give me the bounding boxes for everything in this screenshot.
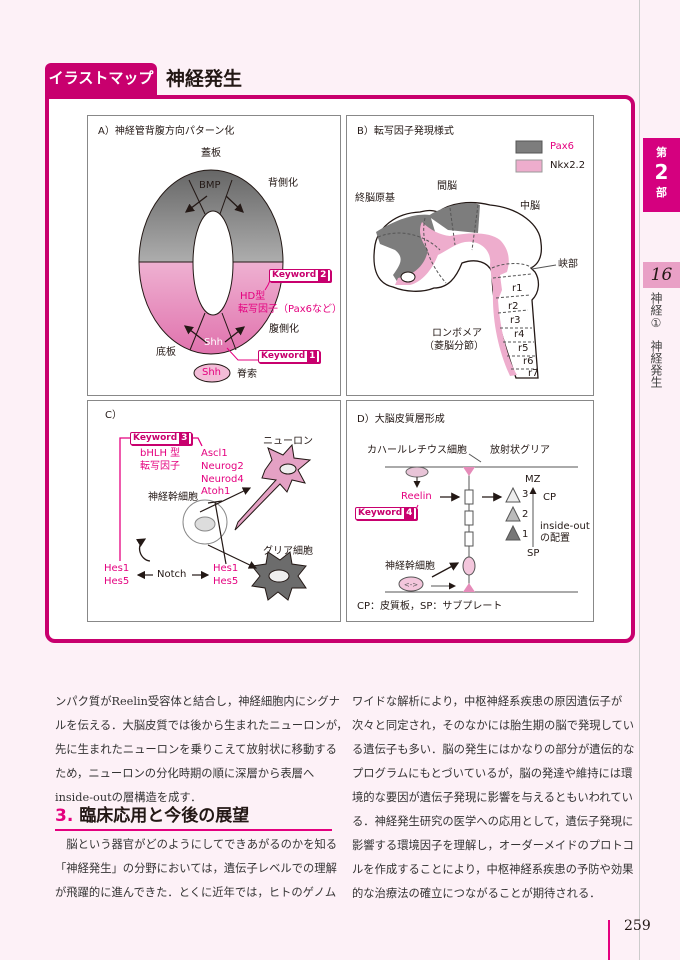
part-prefix: 第 (656, 146, 667, 159)
rhombomere-r7: r7 (528, 368, 539, 379)
mz-label: MZ (525, 474, 541, 485)
layer-2: 2 (522, 509, 529, 520)
gene-neurog2: Neurog2 (201, 461, 244, 472)
roof-plate-label: 蓋板 (201, 148, 221, 159)
arrangement-label: の配置 (540, 533, 570, 544)
page-number: 259 (624, 918, 651, 934)
gene-atoh1: Atoh1 (201, 486, 231, 497)
glia-label: グリア細胞 (263, 546, 313, 557)
gene-ascl1: Ascl1 (201, 448, 228, 459)
hd-tf-label: 転写因子（Pax6など） (238, 304, 342, 315)
dorsalization-label: 背側化 (268, 178, 298, 189)
hes5-left: Hes5 (104, 576, 130, 587)
bhlh-label: bHLH 型 (140, 448, 181, 459)
section-heading: 3.臨床応用と今後の展望 (55, 804, 332, 831)
shh-floor-label: Shh (204, 337, 224, 348)
tab-label: イラストマップ (48, 69, 154, 87)
chapter-subtitle: 神経発生 (649, 340, 663, 388)
cajal-retzius-label: カハールレチウス細胞 (367, 445, 467, 456)
cp-label: CP (543, 492, 557, 503)
notochord-label: 脊索 (237, 369, 257, 380)
rhombomere-r3: r3 (510, 315, 521, 326)
stem-cell-label-d: 神経幹細胞 (385, 561, 435, 572)
svg-text:<->: <-> (404, 581, 418, 589)
panel-c-title: C） (105, 410, 122, 421)
notch-label: Notch (157, 569, 187, 580)
legend-pax6: Pax6 (550, 141, 574, 152)
neural-tube-diagram (138, 169, 284, 383)
embryonic-brain-diagram (373, 140, 557, 379)
page-number-rule (608, 920, 610, 960)
cortical-layering-diagram: <-> (385, 453, 578, 593)
illustration-map-tab: イラストマップ (45, 63, 157, 97)
inside-out-label: inside-out (540, 521, 590, 532)
part-number: 2 (654, 160, 669, 184)
rhombomere-r1: r1 (512, 283, 523, 294)
rhombomere-r2: r2 (508, 301, 519, 312)
body-left-bottom: 脳という器官がどのようにしてできあがるのかを知る「神経発生」の分野においては，遺… (55, 838, 338, 899)
midbrain-label: 中脳 (520, 201, 540, 212)
chapter-title: 神経① (649, 292, 663, 330)
layer-3: 3 (522, 489, 529, 500)
page-edge-divider (639, 0, 640, 960)
radial-glia-label: 放射状グリア (490, 445, 550, 456)
rhombomere-label: ロンボメア (432, 328, 482, 339)
panel-b-title: B）転写因子発現様式 (357, 126, 454, 137)
bmp-label: BMP (199, 180, 221, 191)
rhombomere-sub-label: （菱脳分節） (424, 341, 484, 352)
panel-d-title: D）大脳皮質層形成 (357, 414, 445, 425)
hes1-left: Hes1 (104, 563, 130, 574)
legend-nkx22: Nkx2.2 (550, 160, 586, 171)
rhombomere-r6: r6 (523, 356, 534, 367)
hes5-right: Hes5 (213, 576, 239, 587)
body-left-top: ンパク質がReelin受容体と結合し，神経細胞内にシグナルを伝える．大脳皮質では… (55, 695, 348, 804)
hd-type-label: HD型 (240, 291, 266, 302)
shh-notochord-label: Shh (202, 367, 222, 378)
sp-label: SP (527, 548, 540, 559)
layer-1: 1 (522, 529, 529, 540)
hes1-right: Hes1 (213, 563, 239, 574)
telencephalon-label: 終脳原基 (355, 193, 395, 204)
neuron-label: ニューロン (263, 436, 313, 447)
stem-cell-label: 神経幹細胞 (148, 492, 198, 503)
floor-plate-label: 底板 (156, 347, 176, 358)
part-suffix: 部 (656, 186, 667, 199)
footnote: CP：皮質板，SP：サブプレート (357, 601, 503, 612)
page-title: 神経発生 (166, 68, 243, 90)
reelin-label: Reelin (401, 491, 432, 502)
bhlh-tf-label: 転写因子 (140, 461, 180, 472)
panel-a-title: A）神経管背腹方向パターン化 (98, 126, 235, 137)
chapter-number: 16 (643, 262, 680, 288)
rhombomere-r5: r5 (518, 343, 529, 354)
ventralization-label: 腹側化 (269, 324, 299, 335)
gene-neurod4: Neurod4 (201, 474, 244, 485)
isthmus-label: 峡部 (558, 259, 578, 270)
part-tab[interactable]: 第 2 部 (643, 138, 680, 212)
diencephalon-label: 間脳 (437, 181, 457, 192)
rhombomere-r4: r4 (514, 329, 525, 340)
body-right: ワイドな解析により，中枢神経系疾患の原因遺伝子が次々と同定され，そのなかには胎生… (352, 695, 635, 900)
